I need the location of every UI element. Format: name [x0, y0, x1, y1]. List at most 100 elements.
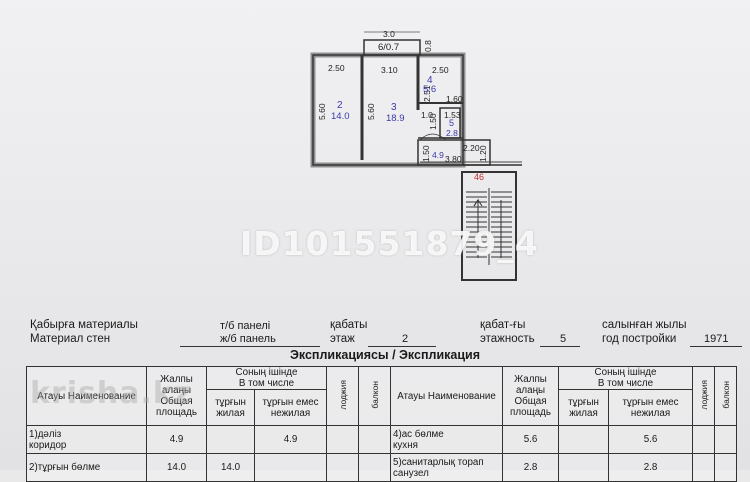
row-name-ru: коридор — [29, 439, 67, 451]
floor-value: 2 — [402, 333, 409, 345]
row-name-ru: санузел — [393, 467, 429, 479]
dim-room3-height: 5.60 — [366, 103, 376, 120]
row-name-kz: 1)дәліз — [29, 428, 62, 440]
row-living — [558, 425, 609, 454]
header-incl-ru-right: В том числе — [597, 378, 654, 389]
floor-label-kz: қабаты — [330, 319, 368, 331]
table-row: 2)тұрғын бөлме 14.0 14.0 5)санитарлық то… — [26, 453, 737, 482]
dim-3-80: 3.80 — [445, 154, 462, 164]
wall-material-value-kz: т/б панелі — [220, 320, 271, 332]
row-name-kz: 2)тұрғын бөлме — [29, 462, 101, 473]
dim-room2-height: 5.60 — [317, 103, 327, 120]
row-nonliving: 2.8 — [608, 453, 693, 482]
site-watermark: krisha.kz — [30, 376, 193, 411]
explication-table: Атауы Наименование Жалпы алаңы Общая пло… — [26, 366, 737, 482]
dim-1-50a: 1.50 — [428, 113, 438, 130]
header-incl-kz-right: Соның ішінде — [594, 367, 657, 378]
header-loggia-left: лоджия — [326, 366, 359, 426]
stair-label: 46 — [474, 172, 485, 182]
loggia-label-left: лоджия — [337, 379, 348, 410]
dim-room4-width: 2.50 — [432, 65, 449, 75]
row-living: 14.0 — [206, 453, 255, 482]
header-nonliving-left: тұрғын емес нежилая — [254, 389, 327, 426]
row-total: 14.0 — [146, 453, 207, 482]
dim-2-20: 2.20 — [463, 143, 480, 153]
row-name-left: 2)тұрғын бөлме — [26, 453, 147, 482]
row-nonliving — [254, 453, 327, 482]
row-total: 5.6 — [502, 425, 559, 454]
row-loggia — [692, 453, 715, 482]
header-name-right: Атауы Наименование — [390, 366, 503, 426]
balcony-label-right: балкон — [720, 380, 731, 409]
floor-plan: 3.0 6/0.7 0.8 2.50 3.10 2.50 5.60 5.60 2… — [240, 29, 539, 281]
year-label-kz: салынған жылы — [602, 319, 687, 331]
dim-balcony-width: 3.0 — [383, 29, 395, 39]
dim-balcony-area: 6/0.7 — [378, 42, 400, 53]
row-name-ru: кухня — [393, 439, 418, 451]
row-total: 4.9 — [146, 425, 207, 454]
floors-label-ru: этажность — [480, 333, 535, 345]
header-name-left: Атауы Наименование — [26, 366, 147, 426]
header-balcony-right: балкон — [714, 366, 737, 426]
floor-underline — [368, 346, 436, 347]
header-living-left: тұрғын жилая — [206, 389, 255, 426]
row-total: 2.8 — [502, 453, 559, 482]
dim-1-60: 1.60 — [446, 94, 463, 104]
row-nonliving: 4.9 — [254, 425, 327, 454]
room-1-area: 4.9 — [432, 150, 444, 160]
room-3-area: 18.9 — [386, 113, 405, 124]
floor-plan-drawing — [310, 31, 522, 281]
year-label-ru: год постройки — [602, 333, 677, 345]
room-3-number: 3 — [391, 102, 397, 113]
header-incl-ru-left: В том числе — [238, 378, 295, 389]
room-4-number: 4 — [427, 75, 433, 86]
header-total-right: Жалпы алаңы Общая площадь — [502, 366, 559, 426]
year-underline — [690, 346, 742, 347]
header-loggia-right: лоджия — [692, 366, 715, 426]
loggia-label-right: лоджия — [698, 379, 709, 410]
dim-1-20: 1.20 — [478, 145, 488, 162]
row-name-kz: 5)санитарлық торап — [393, 456, 484, 468]
row-loggia — [326, 425, 359, 454]
row-balcony — [358, 453, 391, 482]
year-value: 1971 — [704, 333, 729, 345]
header-nonliving-right: тұрғын емес нежилая — [608, 389, 693, 426]
room-5-area: 2.8 — [446, 128, 458, 138]
floors-label-kz: қабат-ғы — [480, 319, 526, 331]
floors-underline — [540, 346, 580, 347]
row-name-kz: 4)ас бөлме — [393, 428, 444, 440]
wall-material-underline — [180, 346, 320, 347]
row-balcony — [714, 453, 737, 482]
floor-label-ru: этаж — [330, 333, 355, 345]
balcony-label-left: балкон — [369, 380, 380, 409]
explication-title: Экспликациясы / Экспликация — [290, 348, 481, 362]
header-balcony-left: балкон — [358, 366, 391, 426]
row-balcony — [358, 425, 391, 454]
dim-room3-width: 3.10 — [381, 65, 398, 75]
room-2-area: 14.0 — [331, 111, 350, 122]
row-nonliving: 5.6 — [608, 425, 693, 454]
row-living — [558, 453, 609, 482]
wall-material-value-ru: ж/б панель — [220, 333, 276, 345]
row-living — [206, 425, 255, 454]
header-living-right: тұрғын жилая — [558, 389, 609, 426]
dim-1-50b: 1.50 — [421, 145, 431, 162]
dim-1-0: 1.0 — [421, 110, 433, 120]
dim-1-53: 1.53 — [444, 110, 461, 120]
dim-balcony-depth: 0.8 — [423, 40, 433, 52]
wall-material-label-kz: Қабырға материалы — [30, 319, 138, 331]
row-loggia — [692, 425, 715, 454]
row-loggia — [326, 453, 359, 482]
listing-id-watermark: ID101551879_4 — [240, 224, 539, 263]
row-balcony — [714, 425, 737, 454]
room-4-area: 5.6 — [423, 84, 437, 95]
dim-room2-width: 2.50 — [328, 63, 345, 73]
header-total-left: Жалпы алаңы Общая площадь — [146, 366, 207, 426]
